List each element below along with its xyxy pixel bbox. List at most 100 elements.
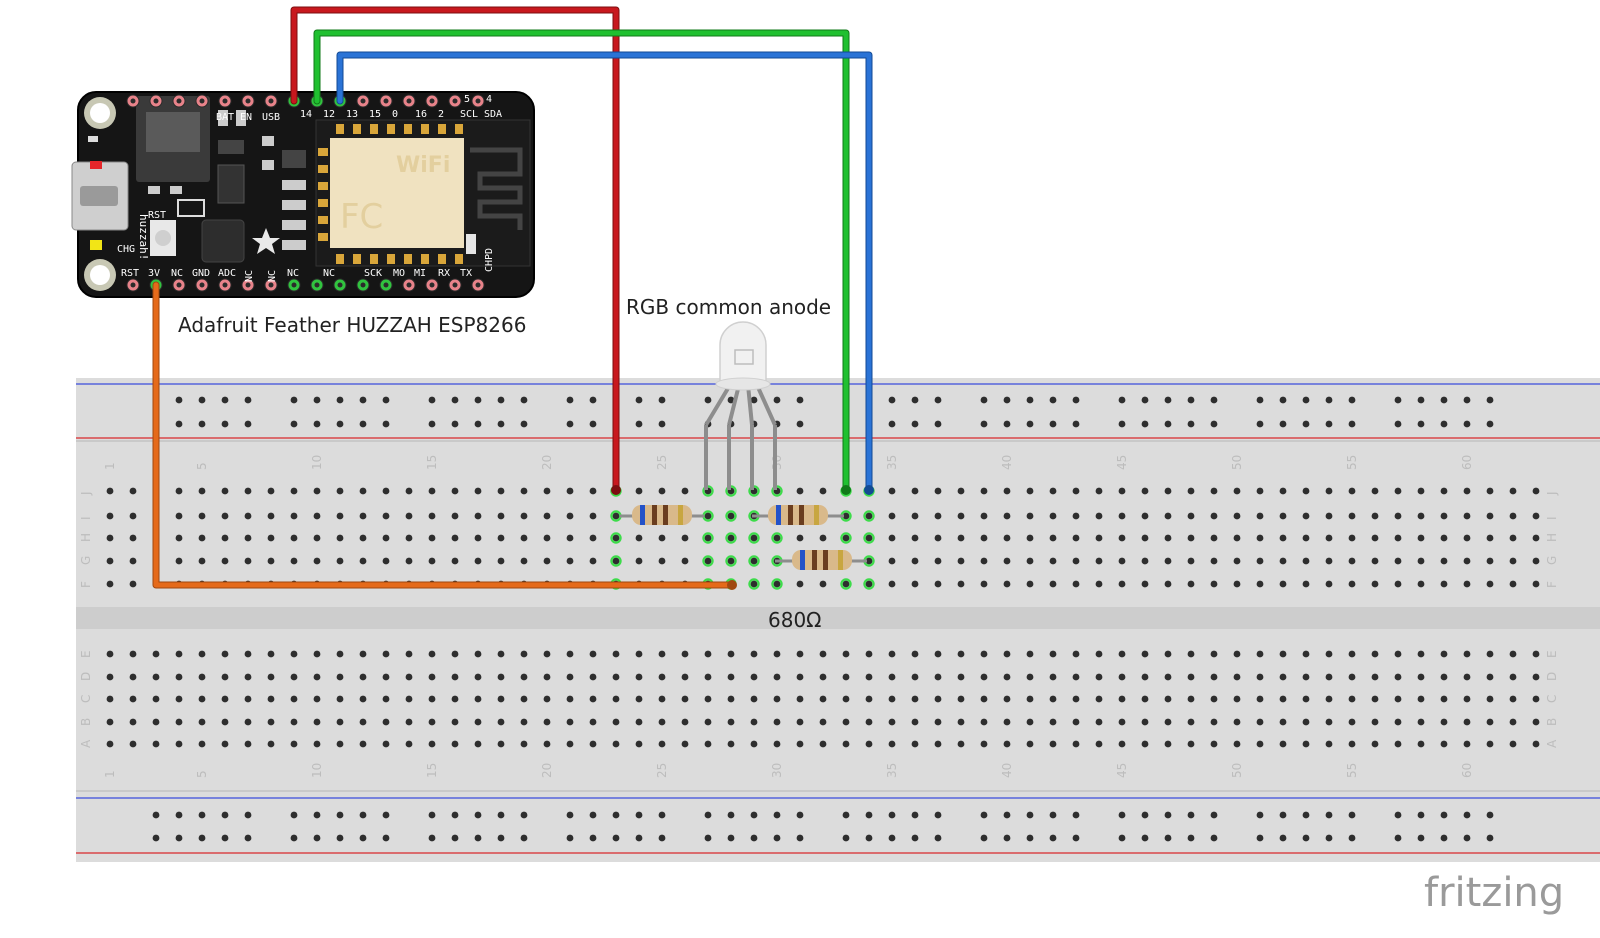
led-label: RGB common anode xyxy=(626,295,831,319)
breadboard-hole xyxy=(1164,512,1172,520)
breadboard-hole xyxy=(1394,718,1402,726)
breadboard-hole xyxy=(1233,673,1241,681)
breadboard-hole xyxy=(1532,718,1540,726)
breadboard-hole xyxy=(934,487,942,495)
breadboard-hole xyxy=(1049,650,1057,658)
breadboard-hole xyxy=(1348,740,1356,748)
breadboard-hole xyxy=(589,557,597,565)
breadboard-hole xyxy=(1394,487,1402,495)
breadboard-hole xyxy=(911,580,919,588)
breadboard-hole xyxy=(1371,534,1379,542)
breadboard-hole xyxy=(1026,718,1034,726)
breadboard-hole xyxy=(221,512,229,520)
rail-hole xyxy=(1325,811,1333,819)
rail-hole xyxy=(1026,420,1034,428)
breadboard-hole xyxy=(1302,673,1310,681)
pin-label-top: 14 xyxy=(300,109,312,120)
breadboard-hole xyxy=(543,695,551,703)
breadboard-hole xyxy=(1095,673,1103,681)
breadboard-hole xyxy=(359,512,367,520)
rail-hole xyxy=(221,834,229,842)
breadboard-hole xyxy=(474,718,482,726)
pin-label-bottom: RX xyxy=(438,268,450,279)
breadboard-hole xyxy=(451,557,459,565)
breadboard-hole xyxy=(497,512,505,520)
breadboard-hole xyxy=(842,718,850,726)
breadboard-hole xyxy=(1049,673,1057,681)
connected-hole xyxy=(840,532,852,544)
breadboard-hole xyxy=(1256,673,1264,681)
rail-hole xyxy=(1440,811,1448,819)
breadboard-hole xyxy=(129,695,137,703)
breadboard-hole xyxy=(1187,580,1195,588)
breadboard-hole xyxy=(1417,487,1425,495)
row-letter: I xyxy=(79,516,93,520)
rail-hole xyxy=(336,811,344,819)
breadboard-hole xyxy=(658,487,666,495)
breadboard-hole xyxy=(1417,534,1425,542)
rail-hole xyxy=(1187,834,1195,842)
breadboard-hole xyxy=(474,695,482,703)
pin-label-top: 16 xyxy=(415,109,427,120)
status-led-red xyxy=(90,161,102,169)
breadboard-hole xyxy=(865,673,873,681)
breadboard-hole xyxy=(589,695,597,703)
rail-hole xyxy=(888,396,896,404)
breadboard-hole xyxy=(1279,695,1287,703)
rail-hole xyxy=(1141,420,1149,428)
breadboard-hole xyxy=(1486,718,1494,726)
rail-hole xyxy=(313,834,321,842)
breadboard-hole xyxy=(1440,512,1448,520)
rail-hole xyxy=(198,834,206,842)
rail-hole xyxy=(1003,396,1011,404)
breadboard-hole xyxy=(497,487,505,495)
rail-hole xyxy=(1279,396,1287,404)
breadboard-hole xyxy=(474,740,482,748)
breadboard-hole xyxy=(934,650,942,658)
breadboard-hole xyxy=(819,695,827,703)
breadboard-hole xyxy=(1256,580,1264,588)
rail-hole xyxy=(428,834,436,842)
breadboard-hole xyxy=(1049,740,1057,748)
breadboard-hole xyxy=(1026,487,1034,495)
breadboard-hole xyxy=(1210,650,1218,658)
breadboard-hole xyxy=(129,487,137,495)
row-letter: D xyxy=(1545,672,1559,681)
rail-hole xyxy=(1049,811,1057,819)
breadboard-hole xyxy=(1302,740,1310,748)
breadboard-hole xyxy=(842,534,850,542)
column-number: 60 xyxy=(1460,763,1474,778)
connected-hole xyxy=(610,555,622,567)
rail-hole xyxy=(497,811,505,819)
breadboard-hole xyxy=(244,512,252,520)
breadboard-hole xyxy=(1279,580,1287,588)
breadboard-hole xyxy=(451,740,459,748)
rail-hole xyxy=(1486,396,1494,404)
breadboard-hole xyxy=(1440,673,1448,681)
resistor-3 xyxy=(792,550,852,570)
rail-hole xyxy=(1026,834,1034,842)
breadboard-hole xyxy=(1141,512,1149,520)
breadboard-hole xyxy=(1348,487,1356,495)
breadboard-hole xyxy=(911,650,919,658)
breadboard-hole xyxy=(244,557,252,565)
breadboard-hole xyxy=(1072,695,1080,703)
rail-hole xyxy=(934,420,942,428)
breadboard-hole xyxy=(1532,580,1540,588)
breadboard-hole xyxy=(129,673,137,681)
breadboard-hole xyxy=(1095,580,1103,588)
breadboard-hole xyxy=(520,695,528,703)
breadboard-hole xyxy=(1302,650,1310,658)
rail-hole xyxy=(842,834,850,842)
breadboard-hole xyxy=(819,650,827,658)
breadboard-hole xyxy=(1210,512,1218,520)
breadboard-hole xyxy=(1440,718,1448,726)
breadboard-hole xyxy=(152,673,160,681)
breadboard-hole xyxy=(727,534,735,542)
breadboard-hole xyxy=(428,718,436,726)
rail-hole xyxy=(796,834,804,842)
rail-hole xyxy=(888,420,896,428)
rail-hole xyxy=(658,396,666,404)
board-header-pins xyxy=(126,94,485,292)
breadboard-hole xyxy=(244,650,252,658)
